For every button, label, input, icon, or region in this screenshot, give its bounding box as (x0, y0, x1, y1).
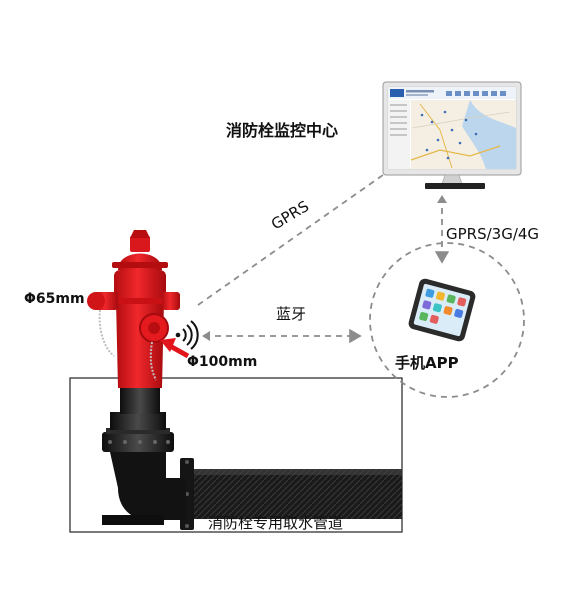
bluetooth-left-arrow (202, 331, 210, 341)
phone-app-label: 手机APP (395, 354, 459, 372)
monitoring-center-label: 消防栓监控中心 (226, 121, 339, 140)
underground-frame (69, 377, 403, 533)
outlet-65mm-label: Φ65mm (24, 291, 85, 307)
phone-app-circle (369, 242, 525, 398)
hydrant-base-elbow (102, 412, 186, 525)
pipe-caption-label: 消防栓专用取水管道 (208, 514, 344, 532)
monitor-icon (382, 81, 522, 189)
gprs-dashed-line (197, 174, 384, 306)
gprs-3g-4g-link-label: GPRS/3G/4G (446, 225, 540, 243)
bluetooth-link-label: 蓝牙 (276, 305, 307, 323)
water-supply-pipe (180, 458, 402, 530)
outlet-100mm-label: Φ100mm (187, 354, 258, 370)
wireless-signal-icon (175, 320, 199, 350)
red-pointer-arrow (160, 338, 190, 359)
fire-hydrant (87, 230, 180, 414)
smartphone-icon (408, 278, 476, 342)
gprs-3g-4g-top-arrow (437, 195, 447, 203)
